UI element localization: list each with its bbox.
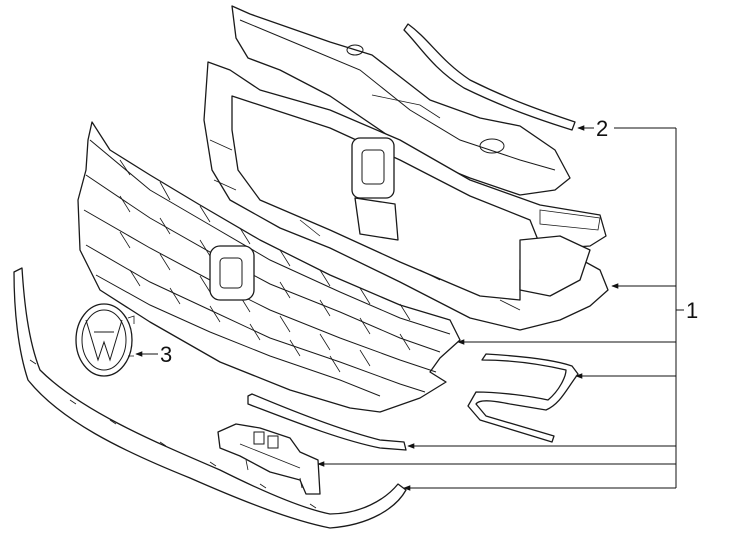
- main-grille: [77, 121, 461, 413]
- callout-3: 3: [160, 342, 172, 367]
- lower-chrome-strip: [247, 393, 407, 451]
- side-trim-piece: [467, 353, 579, 443]
- mounting-bracket: [217, 423, 321, 495]
- grille-carrier-frame: [203, 61, 609, 331]
- callout-1: 1: [686, 298, 698, 323]
- upper-support-panel: [231, 5, 571, 196]
- vw-emblem: [75, 303, 135, 377]
- upper-seal-strip: [403, 23, 576, 131]
- callout-leaders: [135, 125, 684, 491]
- callout-2: 2: [596, 116, 608, 141]
